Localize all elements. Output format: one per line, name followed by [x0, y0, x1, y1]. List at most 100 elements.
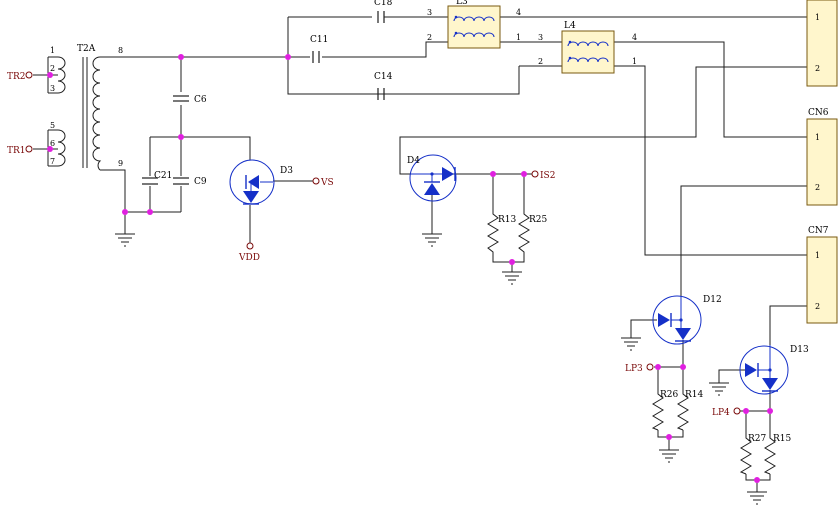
resistor-r25	[518, 210, 530, 253]
transformer-t2a: T2A 1 2 3 5 6 7 8 9	[33, 44, 123, 171]
ground-icon	[747, 491, 767, 505]
capacitor-label: C11	[310, 35, 328, 45]
pin-label: 1	[815, 251, 820, 260]
capacitor-label: C18	[374, 0, 393, 8]
wire	[399, 66, 807, 175]
resistor-label: R15	[773, 434, 792, 444]
capacitor-c14	[377, 88, 385, 100]
pin-label: 4	[516, 8, 521, 17]
inductor-l3: L3 3 4 2 1	[427, 0, 521, 49]
pin-label: 1	[632, 57, 637, 66]
resistor-label: R26	[660, 390, 679, 400]
pin-label: 8	[118, 46, 123, 55]
ground-icon	[502, 271, 522, 285]
transformer-label: T2A	[77, 44, 96, 54]
wire	[680, 185, 807, 296]
ground-icon	[115, 233, 135, 247]
capacitor-label: C6	[194, 95, 207, 105]
net-label-lp4: LP4	[712, 408, 730, 418]
terminal-lp4	[733, 407, 741, 415]
capacitor-c18	[377, 11, 385, 23]
pin-label: 2	[815, 183, 820, 192]
connector-label: CN6	[808, 108, 829, 118]
resistor-label: R14	[685, 390, 704, 400]
junction	[178, 134, 184, 140]
capacitor-c6	[173, 95, 189, 102]
capacitor-c9	[173, 177, 189, 185]
diode-d13: D13	[739, 345, 809, 395]
terminal-is2	[531, 170, 539, 178]
capacitor-label: C14	[374, 72, 393, 82]
junction	[490, 171, 496, 177]
capacitor-c11	[312, 51, 320, 63]
secondary-coil	[92, 56, 102, 171]
junction	[47, 72, 53, 78]
pin-label: 5	[50, 121, 55, 130]
terminal-vdd	[246, 242, 254, 250]
resistor-r13	[487, 210, 499, 253]
pin-label: 1	[815, 13, 820, 22]
junction	[655, 364, 661, 370]
net-label-vs: VS	[320, 178, 334, 188]
junction	[122, 209, 128, 215]
resistor-r14	[676, 390, 689, 431]
diode-d3: D3	[229, 159, 293, 205]
diode-label: D4	[407, 156, 420, 166]
resistor-label: R27	[748, 434, 767, 444]
junction	[521, 171, 527, 177]
wire	[614, 41, 807, 138]
capacitor-label: C21	[154, 171, 172, 181]
junction	[285, 54, 291, 60]
ground-icon	[422, 233, 442, 247]
wires	[100, 16, 807, 492]
resistor-r15	[763, 434, 776, 475]
ground-icon	[621, 337, 641, 351]
inductor-label: L3	[456, 0, 468, 7]
junction	[47, 146, 53, 152]
diode-d12: D12	[652, 295, 722, 345]
pin-label: 2	[538, 57, 543, 66]
capacitor-c21	[142, 177, 158, 185]
wire	[630, 319, 657, 338]
ground-icon	[659, 449, 679, 463]
wire	[150, 136, 251, 160]
inductor-l4: L4 3 4 2 1	[538, 21, 637, 74]
pin-label: 2	[50, 64, 55, 73]
connector-label: CN7	[808, 226, 829, 236]
net-label-tr1: TR1	[7, 146, 26, 156]
ground-icon	[709, 382, 729, 396]
diode-d4: D4	[407, 154, 457, 202]
resistor-r27	[739, 434, 752, 475]
pin-label: 1	[50, 46, 55, 55]
pin-label: 3	[50, 84, 55, 93]
wire	[492, 253, 525, 263]
net-label-is2: IS2	[540, 171, 555, 181]
junction	[509, 259, 515, 265]
primary-coil-top	[57, 56, 66, 94]
terminal-tr1	[25, 145, 33, 153]
wire	[769, 305, 807, 345]
diode-label: D13	[790, 345, 809, 355]
pin-label: 4	[632, 33, 637, 42]
junction	[743, 408, 749, 414]
pin-label: 2	[815, 64, 820, 73]
pin-label: 7	[50, 157, 55, 166]
resistor-r26	[651, 390, 664, 431]
primary-coil-bottom	[57, 129, 66, 167]
pin-label: 1	[815, 133, 820, 142]
junction	[754, 477, 760, 483]
wire	[614, 65, 807, 256]
diode-label: D12	[703, 295, 722, 305]
pin-label: 3	[538, 33, 543, 42]
net-label-tr2: TR2	[7, 72, 26, 82]
wire	[322, 41, 448, 58]
pin-label: 9	[118, 159, 123, 168]
inductor-label: L4	[564, 21, 576, 31]
net-label-vdd: VDD	[238, 253, 260, 263]
resistor-label: R25	[529, 215, 548, 225]
capacitor-label: C9	[194, 177, 207, 187]
pin-label: 1	[516, 33, 521, 42]
junction	[178, 54, 184, 60]
terminal-lp3	[646, 363, 654, 371]
